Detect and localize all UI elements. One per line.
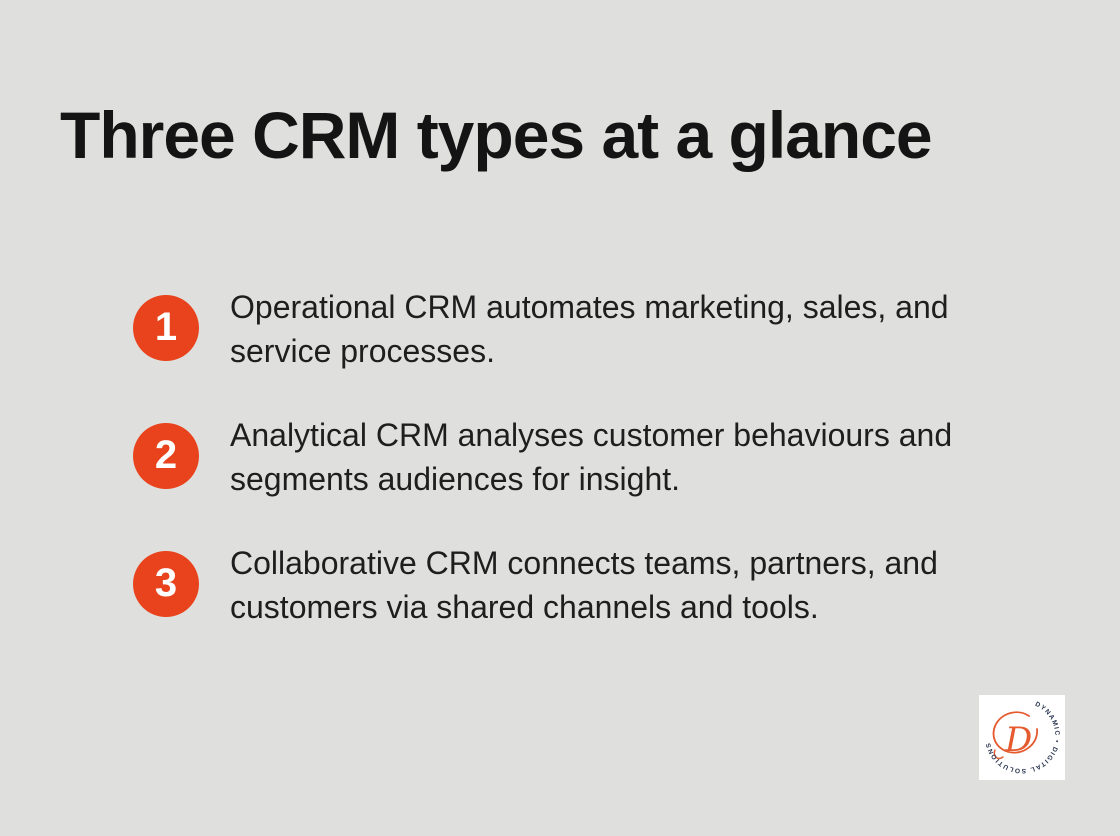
list-item: 1 Operational CRM automates marketing, s…: [133, 285, 952, 373]
logo-monogram: D: [1004, 720, 1032, 760]
crm-types-list: 1 Operational CRM automates marketing, s…: [133, 285, 952, 669]
list-item-line: Collaborative CRM connects teams, partne…: [230, 545, 938, 581]
list-item: 3 Collaborative CRM connects teams, part…: [133, 541, 952, 629]
number-badge-2: 2: [133, 423, 199, 489]
list-item-line: segments audiences for insight.: [230, 461, 681, 497]
logo-swoosh-icon: [992, 711, 1038, 754]
dynamic-digital-solutions-logo-icon: D DYNAMIC • DIGITAL SOLUTIONS: [985, 701, 1059, 774]
list-item-line: Analytical CRM analyses customer behavio…: [230, 417, 953, 453]
page-title: Three CRM types at a glance: [60, 98, 933, 172]
number-badge-3: 3: [133, 551, 199, 617]
list-item-text: Analytical CRM analyses customer behavio…: [230, 413, 952, 501]
company-logo: D DYNAMIC • DIGITAL SOLUTIONS: [979, 695, 1065, 780]
list-item: 2 Analytical CRM analyses customer behav…: [133, 413, 952, 501]
list-item-line: Operational CRM automates marketing, sal…: [230, 289, 949, 325]
logo-flourish-icon: [993, 749, 1004, 760]
list-item-line: service processes.: [230, 333, 495, 369]
list-item-text: Operational CRM automates marketing, sal…: [230, 285, 949, 373]
list-item-line: customers via shared channels and tools.: [230, 589, 819, 625]
number-badge-1: 1: [133, 295, 199, 361]
list-item-text: Collaborative CRM connects teams, partne…: [230, 541, 938, 629]
